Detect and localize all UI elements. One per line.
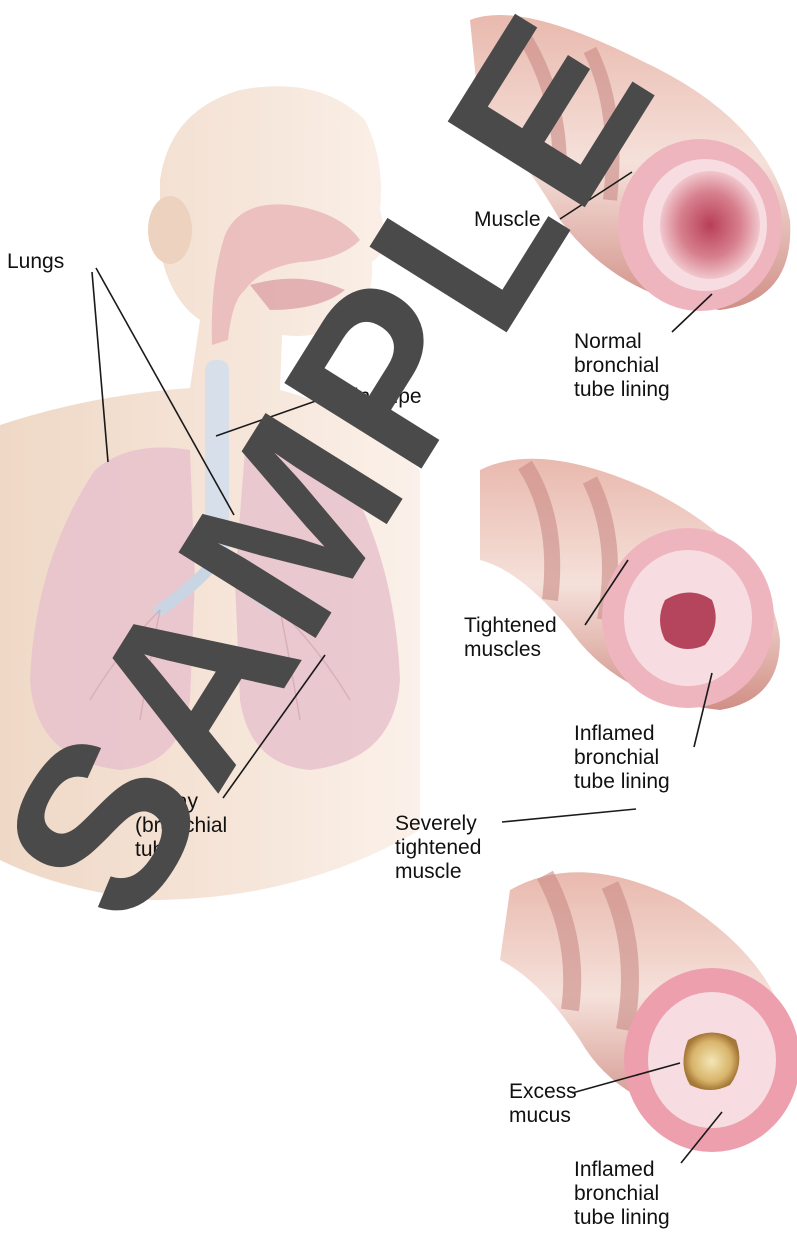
label-severely-tightened: Severely tightened muscle xyxy=(395,812,481,884)
bronchial-tube-normal xyxy=(470,15,790,311)
label-lungs: Lungs xyxy=(7,250,64,274)
label-windpipe: Windpipe xyxy=(334,385,422,409)
label-inflamed-lining-2: Inflamed bronchial tube lining xyxy=(574,1158,670,1230)
label-airway: Airway (bronchial tube) xyxy=(135,790,227,862)
windpipe-tube xyxy=(205,360,229,560)
label-inflamed-lining-1: Inflamed bronchial tube lining xyxy=(574,722,670,794)
ear xyxy=(148,196,192,264)
bronchial-tube-tightened xyxy=(480,459,780,710)
label-excess-mucus: Excess mucus xyxy=(509,1080,577,1128)
leader-severely-tightened xyxy=(502,809,636,822)
label-muscle: Muscle xyxy=(474,208,541,232)
label-tightened-muscles: Tightened muscles xyxy=(464,614,557,662)
label-normal-lining: Normal bronchial tube lining xyxy=(574,330,670,402)
